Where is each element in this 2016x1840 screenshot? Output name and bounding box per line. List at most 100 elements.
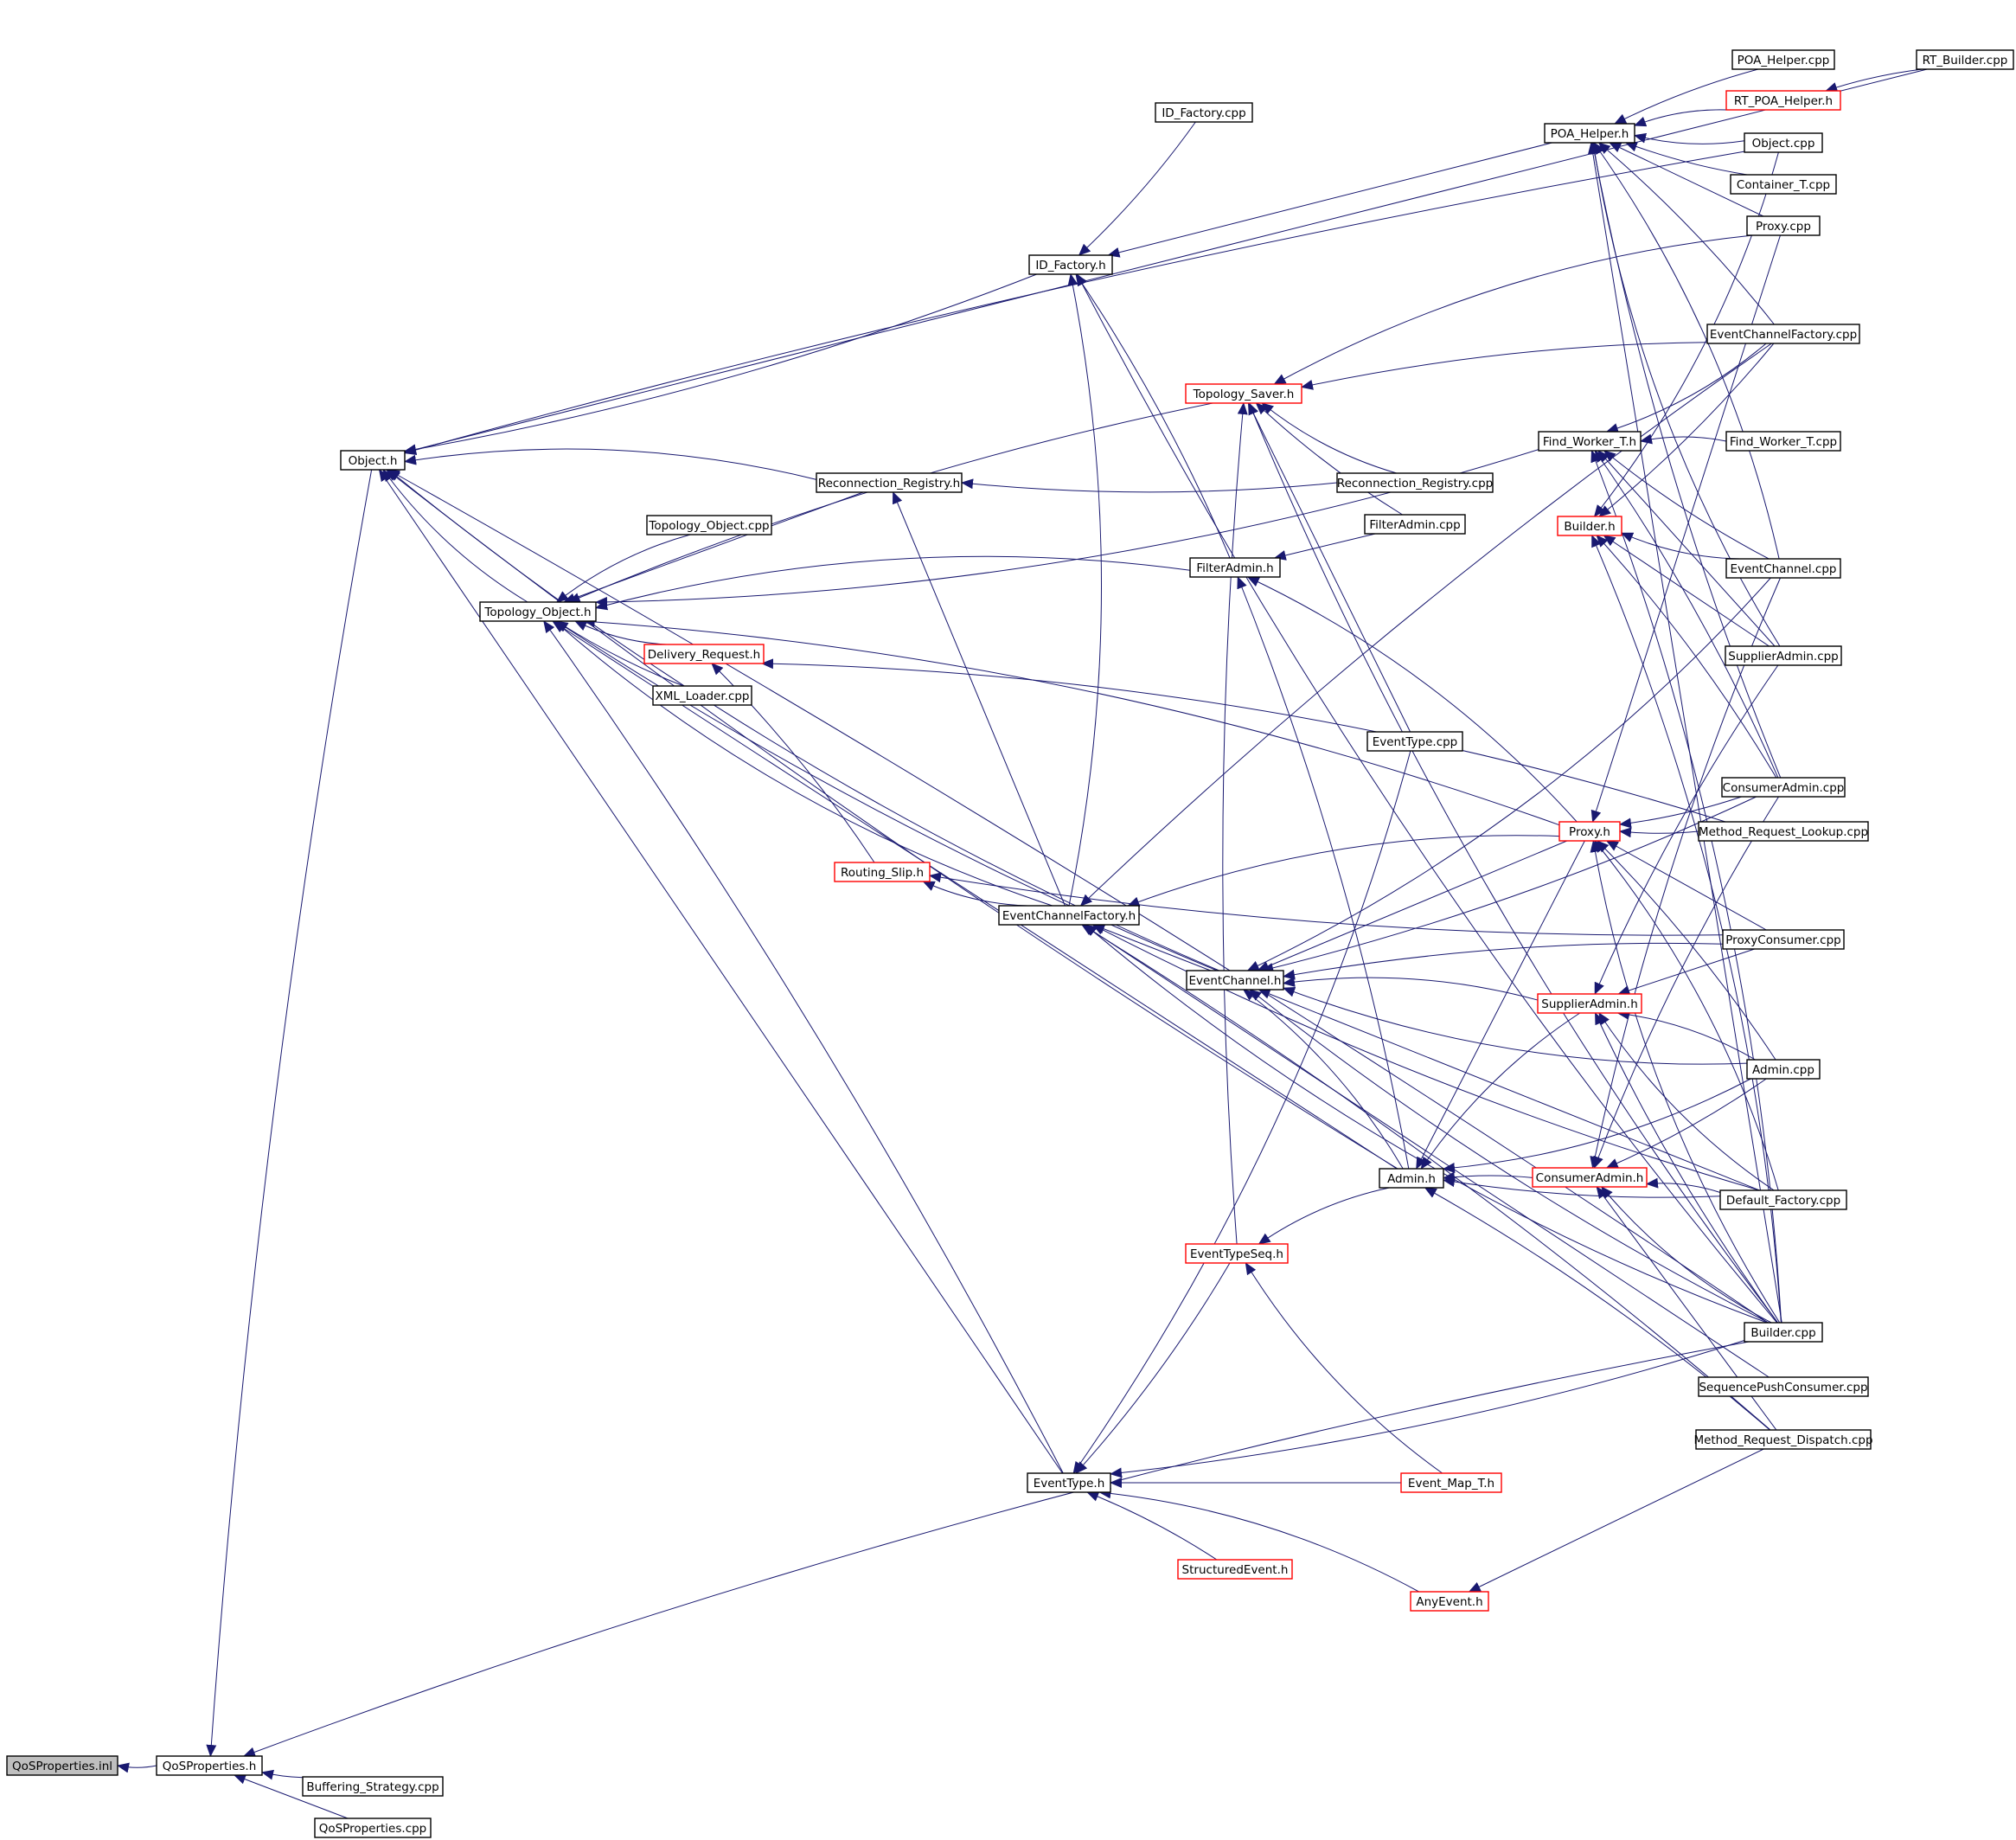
node-supplieradmin-cpp[interactable]: SupplierAdmin.cpp [1725,645,1842,666]
edge-eventchannelfactory_h-to-routing_slip_h [922,881,1028,907]
node-label: SequencePushConsumer.cpp [1699,1381,1867,1394]
edge-proxy_h-to-admin_h [1416,840,1585,1170]
node-admin-h[interactable]: Admin.h [1379,1168,1444,1189]
node-admin-cpp[interactable]: Admin.cpp [1746,1059,1821,1080]
node-anyevent-h[interactable]: AnyEvent.h [1410,1591,1489,1612]
edge-proxyconsumer_cpp-to-proxy_h [1605,840,1767,931]
node-label: Routing_Slip.h [841,866,924,880]
node-xml-loader-cpp[interactable]: XML_Loader.cpp [652,685,752,706]
node-topology-object-h[interactable]: Topology_Object.h [479,601,597,622]
node-proxy-cpp[interactable]: Proxy.cpp [1746,215,1821,236]
node-id-factory-h[interactable]: ID_Factory.h [1028,254,1113,275]
node-box [1028,254,1113,275]
node-supplieradmin-h[interactable]: SupplierAdmin.h [1537,993,1642,1014]
node-eventchannel-h[interactable]: EventChannel.h [1186,970,1284,991]
node-eventchannel-cpp[interactable]: EventChannel.cpp [1725,558,1841,579]
edge-admin_cpp-to-consumeradmin_h [1605,1078,1767,1169]
edge-consumeradmin_cpp-to-consumeradmin_h [1593,796,1779,1169]
node-eventchannelfactory-h[interactable]: EventChannelFactory.h [998,905,1140,926]
node-id-factory-cpp[interactable]: ID_Factory.cpp [1155,102,1253,123]
edge-proxy_h-to-eventchannelfactory_h [1127,835,1560,907]
node-proxy-h[interactable]: Proxy.h [1558,821,1621,842]
node-topology-saver-h[interactable]: Topology_Saver.h [1185,383,1302,404]
node-box [1731,49,1835,70]
edge-admin_cpp-to-proxy_h [1597,840,1776,1061]
node-box [1366,731,1463,752]
node-eventtype-cpp[interactable]: EventType.cpp [1366,731,1463,752]
edge-eventchannelfactory_cpp-to-builder_h [1598,343,1775,517]
node-filteradmin-cpp[interactable]: FilterAdmin.cpp [1364,514,1466,535]
node-box [1537,993,1642,1014]
edge-supplieradmin_cpp-to-find_worker_t_h [1597,450,1776,647]
edge-method_request_dispatch_cpp-to-anyevent_h [1468,1448,1764,1593]
node-rt-poa-helper-h[interactable]: RT_POA_Helper.h [1725,90,1841,111]
edge-eventchannel_h-to-object_h [387,469,1219,971]
node-label: XML_Loader.cpp [655,689,749,703]
node-delivery-request-h[interactable]: Delivery_Request.h [643,644,765,664]
edge-xml_loader_cpp-to-topology_object_h [555,620,684,687]
edge-supplieradmin_h-to-eventchannel_h [1283,977,1539,1001]
edge-filteradmin_h-to-topology_object_h [595,555,1191,611]
edge-topology_saver_h-to-topology_object_h [567,402,1213,603]
edge-eventchannelfactory_h-to-topology_object_h [554,620,1053,907]
node-box [6,1755,118,1776]
node-method-request-lookup-cpp[interactable]: Method_Request_Lookup.cpp [1698,821,1869,842]
node-rt-builder-cpp[interactable]: RT_Builder.cpp [1916,49,2014,70]
node-object-h[interactable]: Object.h [340,450,406,471]
node-find-worker-t-h[interactable]: Find_Worker_T.h [1538,431,1642,452]
node-label: ConsumerAdmin.h [1536,1171,1644,1185]
node-label: Reconnection_Registry.cpp [1337,477,1493,490]
edge-supplieradmin_cpp-to-builder_h [1603,535,1770,647]
node-poa-helper-h[interactable]: POA_Helper.h [1544,123,1635,144]
node-poa-helper-cpp[interactable]: POA_Helper.cpp [1731,49,1835,70]
node-label: Admin.h [1387,1172,1436,1186]
node-structuredevent-h[interactable]: StructuredEvent.h [1177,1559,1293,1580]
node-qosproperties-inl[interactable]: QoSProperties.inl [6,1755,118,1776]
edge-builder_cpp-to-qosproperties_h [243,1341,1750,1758]
node-eventtypeseq-h[interactable]: EventTypeSeq.h [1185,1243,1289,1264]
node-builder-h[interactable]: Builder.h [1557,516,1622,536]
edge-filteradmin_cpp-to-filteradmin_h [1273,533,1376,561]
edge-builder_cpp-to-eventtype_h [1110,1340,1745,1478]
node-object-cpp[interactable]: Object.cpp [1744,132,1823,153]
node-builder-cpp[interactable]: Builder.cpp [1744,1322,1823,1343]
node-default-factory-cpp[interactable]: Default_Factory.cpp [1719,1189,1847,1210]
node-label: Topology_Saver.h [1193,388,1295,401]
node-eventtype-h[interactable]: EventType.h [1027,1472,1111,1493]
node-box [1721,777,1846,798]
edge-consumeradmin_cpp-to-poa_helper_h [1589,142,1782,779]
node-proxyconsumer-cpp[interactable]: ProxyConsumer.cpp [1722,929,1845,950]
edge-proxyconsumer_cpp-to-routing_slip_h [929,872,1724,936]
node-reconnection-registry-h[interactable]: Reconnection_Registry.h [816,472,963,493]
node-event-map-t-h[interactable]: Event_Map_T.h [1400,1472,1502,1493]
node-routing-slip-h[interactable]: Routing_Slip.h [834,862,931,882]
node-box [1336,472,1494,493]
node-label: Proxy.h [1569,825,1610,839]
node-label: Event_Map_T.h [1408,1477,1494,1491]
edge-builder_cpp-to-eventchannelfactory_h [1085,924,1768,1324]
node-topology-object-cpp[interactable]: Topology_Object.cpp [646,515,772,535]
node-box [1725,90,1841,111]
node-label: StructuredEvent.h [1182,1563,1289,1577]
edge-topology_object_h-to-object_h [382,469,528,603]
edge-eventchannelfactory_h-to-reconnection_registry_h [893,491,1066,907]
node-box [1746,1059,1821,1080]
node-sequencepushconsumer-cpp[interactable]: SequencePushConsumer.cpp [1698,1376,1869,1397]
node-eventchannelfactory-cpp[interactable]: EventChannelFactory.cpp [1706,324,1860,344]
node-qosproperties-cpp[interactable]: QoSProperties.cpp [314,1818,432,1838]
edge-admin_cpp-to-admin_h [1443,1078,1751,1173]
node-find-worker-t-cpp[interactable]: Find_Worker_T.cpp [1725,431,1841,452]
node-method-request-dispatch-cpp[interactable]: Method_Request_Dispatch.cpp [1693,1429,1873,1450]
node-container-t-cpp[interactable]: Container_T.cpp [1730,174,1837,195]
edge-buffering_strategy_cpp-to-qosproperties_h [261,1769,304,1780]
node-consumeradmin-cpp[interactable]: ConsumerAdmin.cpp [1721,777,1846,798]
node-box [1544,123,1635,144]
node-buffering-strategy-cpp[interactable]: Buffering_Strategy.cpp [302,1776,444,1797]
node-consumeradmin-h[interactable]: ConsumerAdmin.h [1532,1167,1648,1188]
edge-poa_helper_cpp-to-poa_helper_h [1614,68,1759,125]
node-qosproperties-h[interactable]: QoSProperties.h [156,1755,263,1776]
node-reconnection-registry-cpp[interactable]: Reconnection_Registry.cpp [1336,472,1494,493]
node-filteradmin-h[interactable]: FilterAdmin.h [1189,557,1281,578]
node-box [1744,132,1823,153]
node-label: Topology_Object.cpp [648,519,769,533]
